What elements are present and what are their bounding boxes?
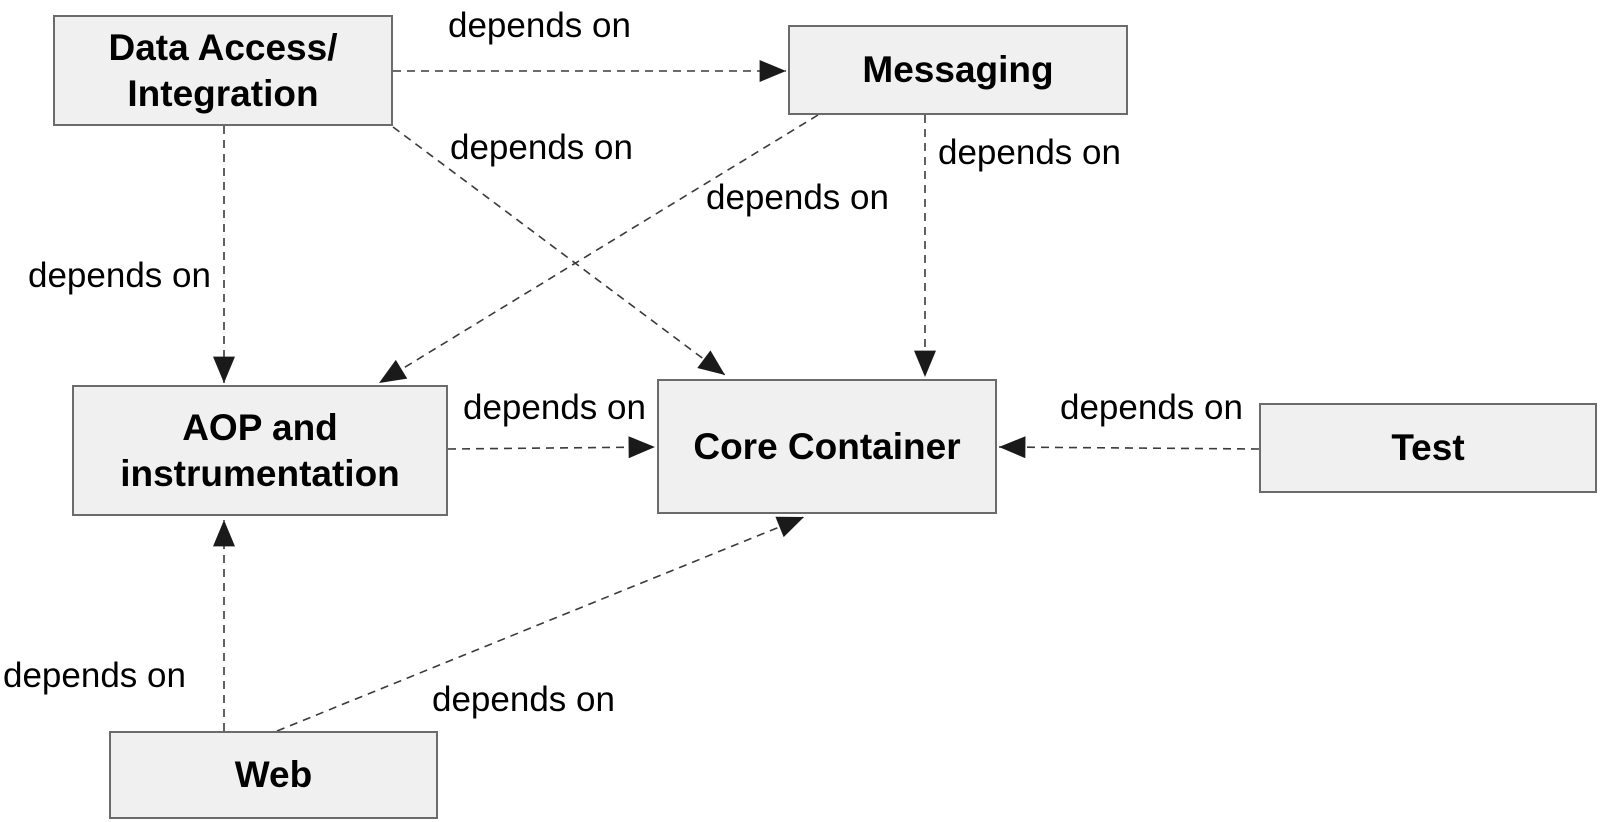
node-test: Test — [1259, 403, 1597, 493]
edge-label-messaging-to-core: depends on — [938, 133, 1121, 172]
edge-label-test-to-core: depends on — [1060, 388, 1243, 427]
edge-messaging-to-aop-line — [378, 114, 819, 384]
edge-label-data-access-to-aop: depends on — [28, 256, 211, 295]
node-messaging: Messaging — [788, 25, 1128, 115]
node-core-container: Core Container — [657, 379, 997, 514]
edge-test-to-core-line — [998, 436, 1260, 459]
edge-label-aop-to-core: depends on — [463, 388, 646, 427]
node-data-access-integration: Data Access/ Integration — [53, 15, 393, 126]
edge-aop-to-core-line — [447, 436, 656, 459]
edge-web-to-core-line — [276, 516, 805, 732]
node-web: Web — [109, 731, 438, 819]
node-aop-and-instrumentation: AOP and instrumentation — [72, 385, 448, 516]
edge-label-web-to-aop: depends on — [3, 656, 186, 695]
edge-label-data-access-to-messaging: depends on — [448, 6, 631, 45]
edge-label-messaging-to-aop: depends on — [706, 178, 889, 217]
edge-label-data-access-to-core: depends on — [450, 128, 633, 167]
edge-label-web-to-core: depends on — [432, 680, 615, 719]
